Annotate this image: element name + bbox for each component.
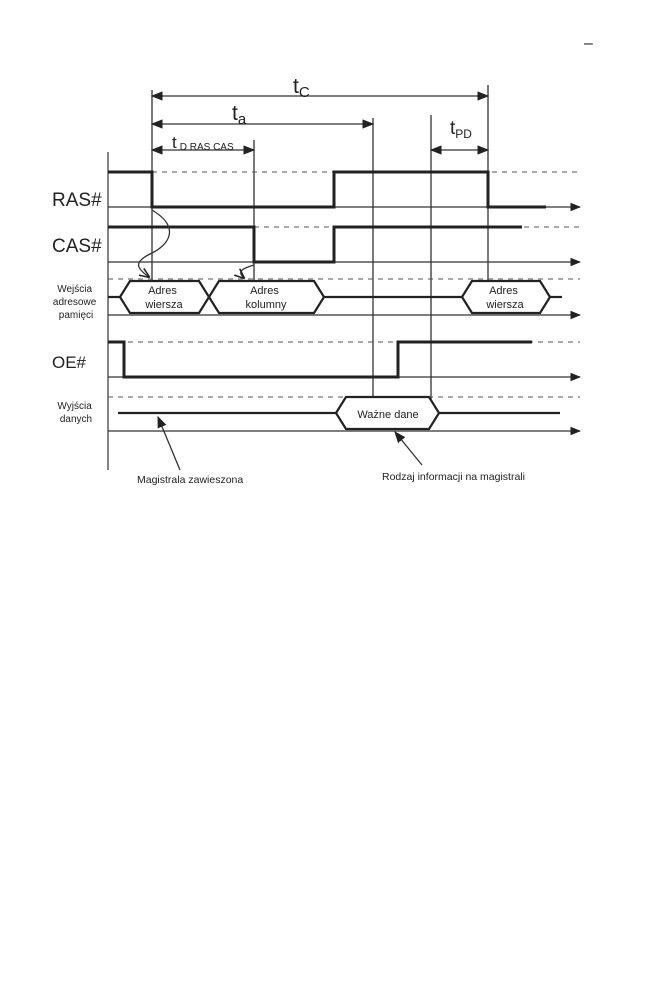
info-pointer xyxy=(394,431,423,466)
valid-data-text: Ważne dane xyxy=(357,409,418,421)
row-address-1-text: Adres wiersza xyxy=(144,285,183,311)
addr-label: Wejścia adresowe pamięci xyxy=(53,284,99,321)
hiz-annotation: Magistrala zawieszona xyxy=(137,474,243,486)
column-address-text: Adres kolumny xyxy=(246,285,287,311)
cas-label: CAS# xyxy=(52,236,102,257)
cas-to-col-arrow xyxy=(241,264,255,278)
hiz-pointer xyxy=(157,415,181,471)
data-label: Wyjścia danych xyxy=(57,401,94,425)
tpd-label: tPD xyxy=(450,118,472,141)
row-address-2-text: Adres wiersza xyxy=(485,285,524,311)
ras-label: RAS# xyxy=(52,190,102,211)
ta-label: ta xyxy=(232,102,247,128)
tc-label: tC xyxy=(293,75,310,101)
cas-waveform xyxy=(108,225,522,264)
ras-to-row-arrow xyxy=(137,209,171,277)
page-mark: – xyxy=(584,35,593,52)
oe-label: OE# xyxy=(52,353,87,372)
ras-waveform xyxy=(108,170,546,209)
oe-waveform xyxy=(108,340,532,379)
info-annotation: Rodzaj informacji na magistrali xyxy=(382,471,525,483)
